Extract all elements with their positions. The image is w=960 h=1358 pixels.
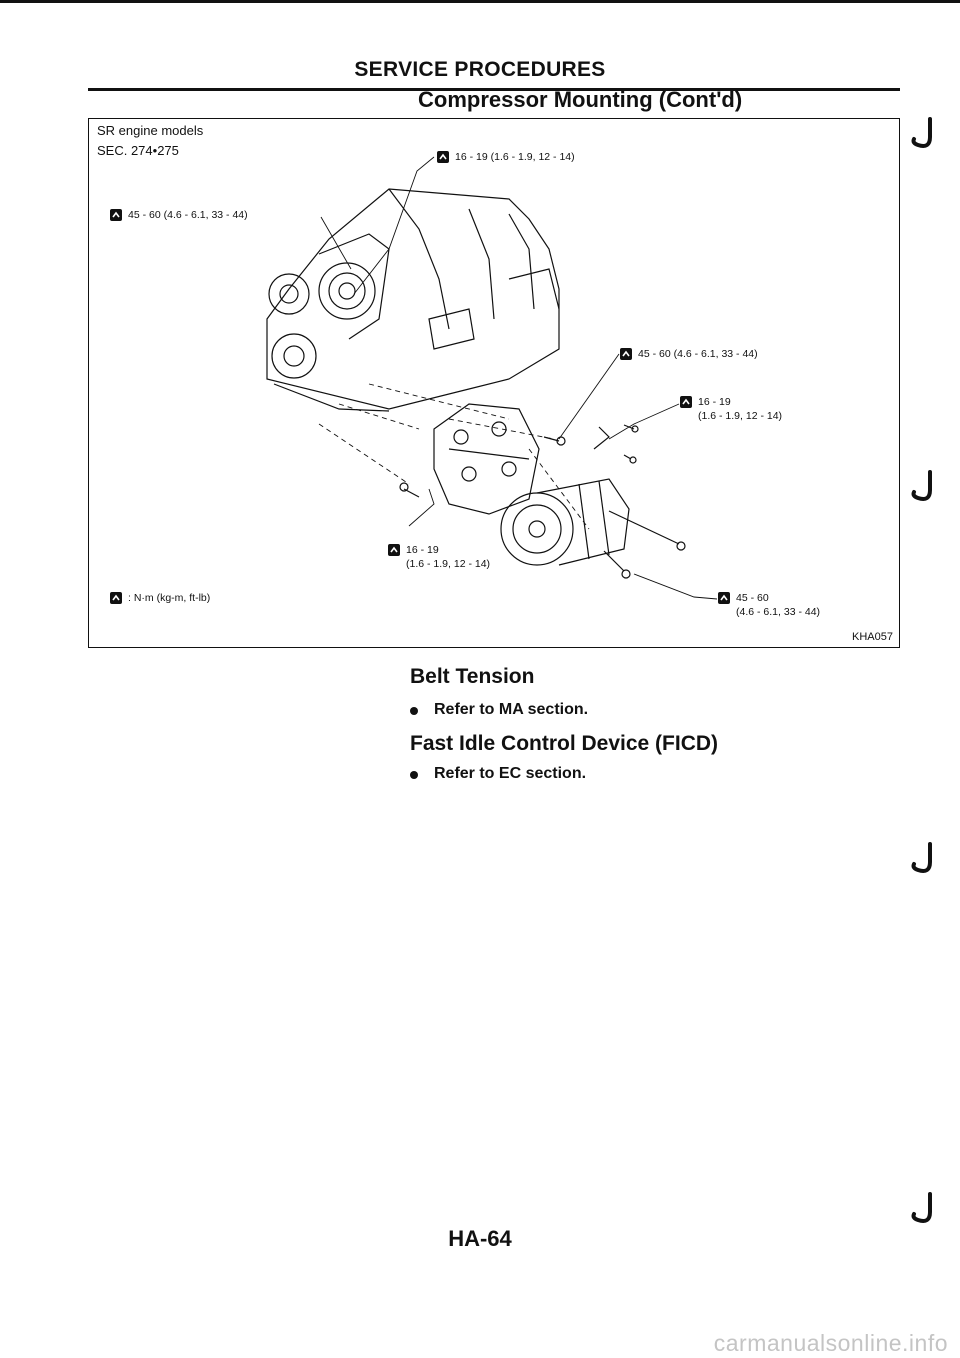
torque-wrench-icon (110, 592, 122, 604)
torque-spec-line2: (1.6 - 1.9, 12 - 14) (698, 410, 783, 422)
model-label: SR engine models (97, 123, 204, 138)
torque-spec-line1: 16 - 19 (698, 396, 731, 408)
torque-spec-left: 45 - 60 (4.6 - 6.1, 33 - 44) (109, 208, 248, 222)
title-rule (88, 88, 900, 91)
top-rule (0, 0, 960, 3)
page-number: HA-64 (448, 1226, 512, 1251)
bullet-dot (410, 771, 418, 779)
torque-wrench-icon (620, 348, 632, 360)
torque-spec-bolt-right: 16 - 19 (1.6 - 1.9, 12 - 14) (679, 395, 782, 423)
compressor-bracket-drawing (433, 403, 540, 515)
torque-wrench-icon (388, 544, 400, 556)
binder-mark (911, 117, 932, 148)
torque-wrench-icon (110, 209, 122, 221)
belt-tension-reference: Refer to MA section. (434, 701, 589, 718)
torque-wrench-icon (437, 151, 449, 163)
torque-spec-compressor-bolt: 45 - 60 (4.6 - 6.1, 33 - 44) (717, 591, 820, 619)
engine-block-drawing (266, 188, 560, 412)
binder-mark (911, 842, 932, 873)
torque-spec-line1: 45 - 60 (4.6 - 6.1, 33 - 44) (128, 209, 248, 221)
ficd-reference: Refer to EC section. (434, 765, 587, 782)
section-reference: SEC. 274•275 (97, 143, 179, 158)
torque-spec-line1: 45 - 60 (4.6 - 6.1, 33 - 44) (638, 348, 758, 360)
torque-spec-bracket-right: 45 - 60 (4.6 - 6.1, 33 - 44) (619, 347, 758, 361)
section-title: SERVICE PROCEDURES (354, 58, 606, 81)
torque-spec-line1: 16 - 19 (1.6 - 1.9, 12 - 14) (455, 151, 575, 163)
ficd-heading: Fast Idle Control Device (FICD) (410, 732, 719, 755)
bullet-dot (410, 707, 418, 715)
compressor-mounting-figure: SR engine models SEC. 274•275 16 - 19 (1… (88, 118, 900, 648)
units-legend-text: : N·m (kg-m, ft-lb) (128, 592, 211, 604)
torque-spec-top: 16 - 19 (1.6 - 1.9, 12 - 14) (436, 150, 575, 164)
binder-mark (911, 470, 932, 501)
page-subtitle: Compressor Mounting (Cont'd) (418, 87, 743, 112)
belt-tension-heading: Belt Tension (410, 665, 535, 688)
torque-spec-line1: 45 - 60 (736, 592, 769, 604)
binder-mark (911, 1192, 932, 1223)
torque-spec-line2: (1.6 - 1.9, 12 - 14) (406, 558, 491, 570)
leader-lines (318, 156, 718, 600)
watermark: carmanualsonline.info (713, 1330, 948, 1356)
ficd-bullet: Refer to EC section. (410, 765, 586, 783)
belt-tension-bullet: Refer to MA section. (410, 701, 588, 719)
engine-compressor-drawing (266, 156, 718, 600)
torque-spec-line2: (4.6 - 6.1, 33 - 44) (736, 606, 821, 618)
figure-code: KHA057 (852, 631, 893, 643)
bolts-drawing (399, 424, 686, 579)
torque-spec-bolt-lower: 16 - 19 (1.6 - 1.9, 12 - 14) (387, 543, 490, 571)
compressor-drawing (500, 478, 630, 566)
torque-spec-line1: 16 - 19 (406, 544, 439, 556)
units-legend: : N·m (kg-m, ft-lb) (109, 591, 210, 605)
torque-wrench-icon (718, 592, 730, 604)
torque-wrench-icon (680, 396, 692, 408)
